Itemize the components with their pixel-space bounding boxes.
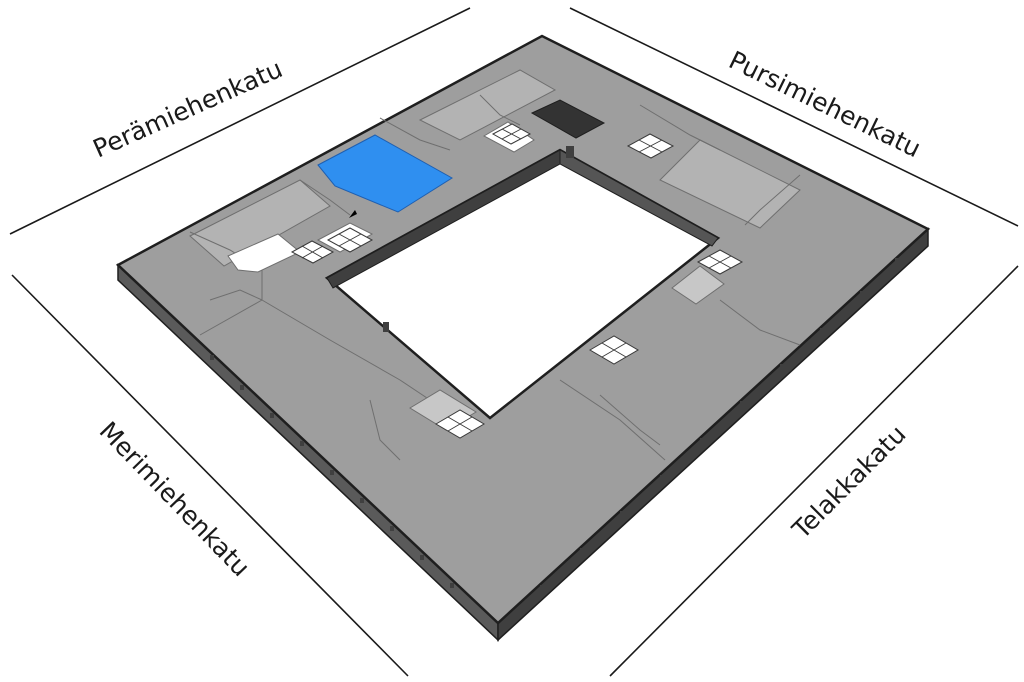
partition-5 (479, 94, 521, 126)
service-area-east (671, 265, 725, 305)
dark-room (530, 99, 606, 139)
partition-7 (744, 174, 801, 226)
street-line-merimiehenkatu (11, 274, 409, 677)
room-light-north (418, 69, 557, 141)
you-are-here-marker (349, 210, 357, 218)
partition-9 (559, 379, 666, 461)
street-label-telakkakatu: Telakkakatu (786, 419, 912, 545)
partition-11 (599, 394, 661, 446)
elevator-east (696, 249, 744, 275)
elevator-south-east (589, 335, 639, 365)
highlighted-room[interactable] (317, 134, 453, 213)
partition-12 (209, 289, 263, 301)
partition-3 (299, 179, 351, 216)
street-line-pursimiehenkatu (569, 7, 1019, 227)
street-line-peramiehenkatu (9, 7, 471, 235)
elevator-courtyard-west (326, 227, 374, 253)
street-line-telakkakatu (609, 265, 1019, 677)
elevator-south (435, 409, 485, 439)
elevator-north-east (626, 133, 675, 159)
street-label-merimiehenkatu: Merimiehenkatu (94, 416, 256, 582)
partition-4 (379, 117, 451, 151)
partition-6 (639, 104, 721, 151)
elevator-west (290, 240, 335, 264)
room-light-west (189, 179, 331, 267)
partition-2 (261, 299, 431, 401)
partition-8 (719, 299, 801, 346)
courtyard-wall-north-east (559, 149, 719, 247)
partition-10 (369, 399, 401, 461)
service-area-west (227, 233, 301, 273)
elevator-north (491, 123, 532, 145)
facade-columns (210, 146, 899, 590)
